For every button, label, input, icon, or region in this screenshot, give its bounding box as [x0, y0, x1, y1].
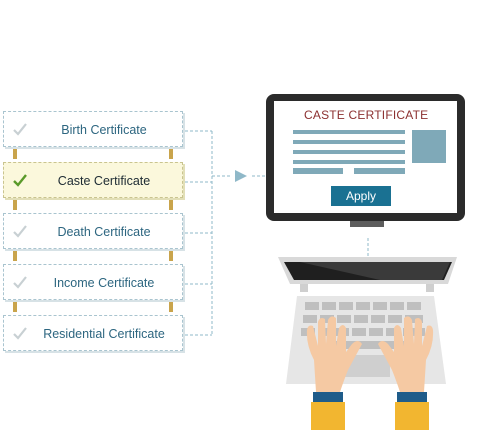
card-connector-post [13, 148, 17, 159]
card-connector-post [13, 199, 17, 210]
right-hand [378, 316, 434, 430]
check-icon [13, 123, 27, 136]
certificate-card-caste[interactable]: Caste Certificate [3, 162, 183, 198]
certificate-label: Birth Certificate [61, 123, 147, 137]
screen-title: CASTE CERTIFICATE [304, 108, 429, 122]
certificate-label: Caste Certificate [57, 174, 151, 188]
certificate-card-income[interactable]: Income Certificate [3, 264, 183, 300]
laptop [278, 257, 457, 384]
check-icon [13, 276, 27, 289]
check-icon [13, 225, 27, 238]
check-icon [13, 327, 27, 340]
card-connector-post [169, 148, 173, 159]
left-hand [306, 316, 362, 430]
card-connector-post [13, 250, 17, 261]
card-connector-post [169, 301, 173, 312]
monitor [266, 94, 465, 227]
certificate-card-birth[interactable]: Birth Certificate [3, 111, 183, 147]
card-connector-post [169, 199, 173, 210]
card-connector-post [169, 250, 173, 261]
check-icon [13, 174, 27, 187]
certificate-label: Income Certificate [53, 276, 155, 290]
arrow-right-icon [235, 170, 247, 182]
certificate-label: Residential Certificate [43, 327, 165, 341]
connector-lines [185, 130, 369, 336]
apply-button[interactable]: Apply [331, 186, 391, 206]
certificate-label: Death Certificate [57, 225, 151, 239]
certificate-card-residential[interactable]: Residential Certificate [3, 315, 183, 351]
card-connector-post [13, 301, 17, 312]
certificate-card-death[interactable]: Death Certificate [3, 213, 183, 249]
